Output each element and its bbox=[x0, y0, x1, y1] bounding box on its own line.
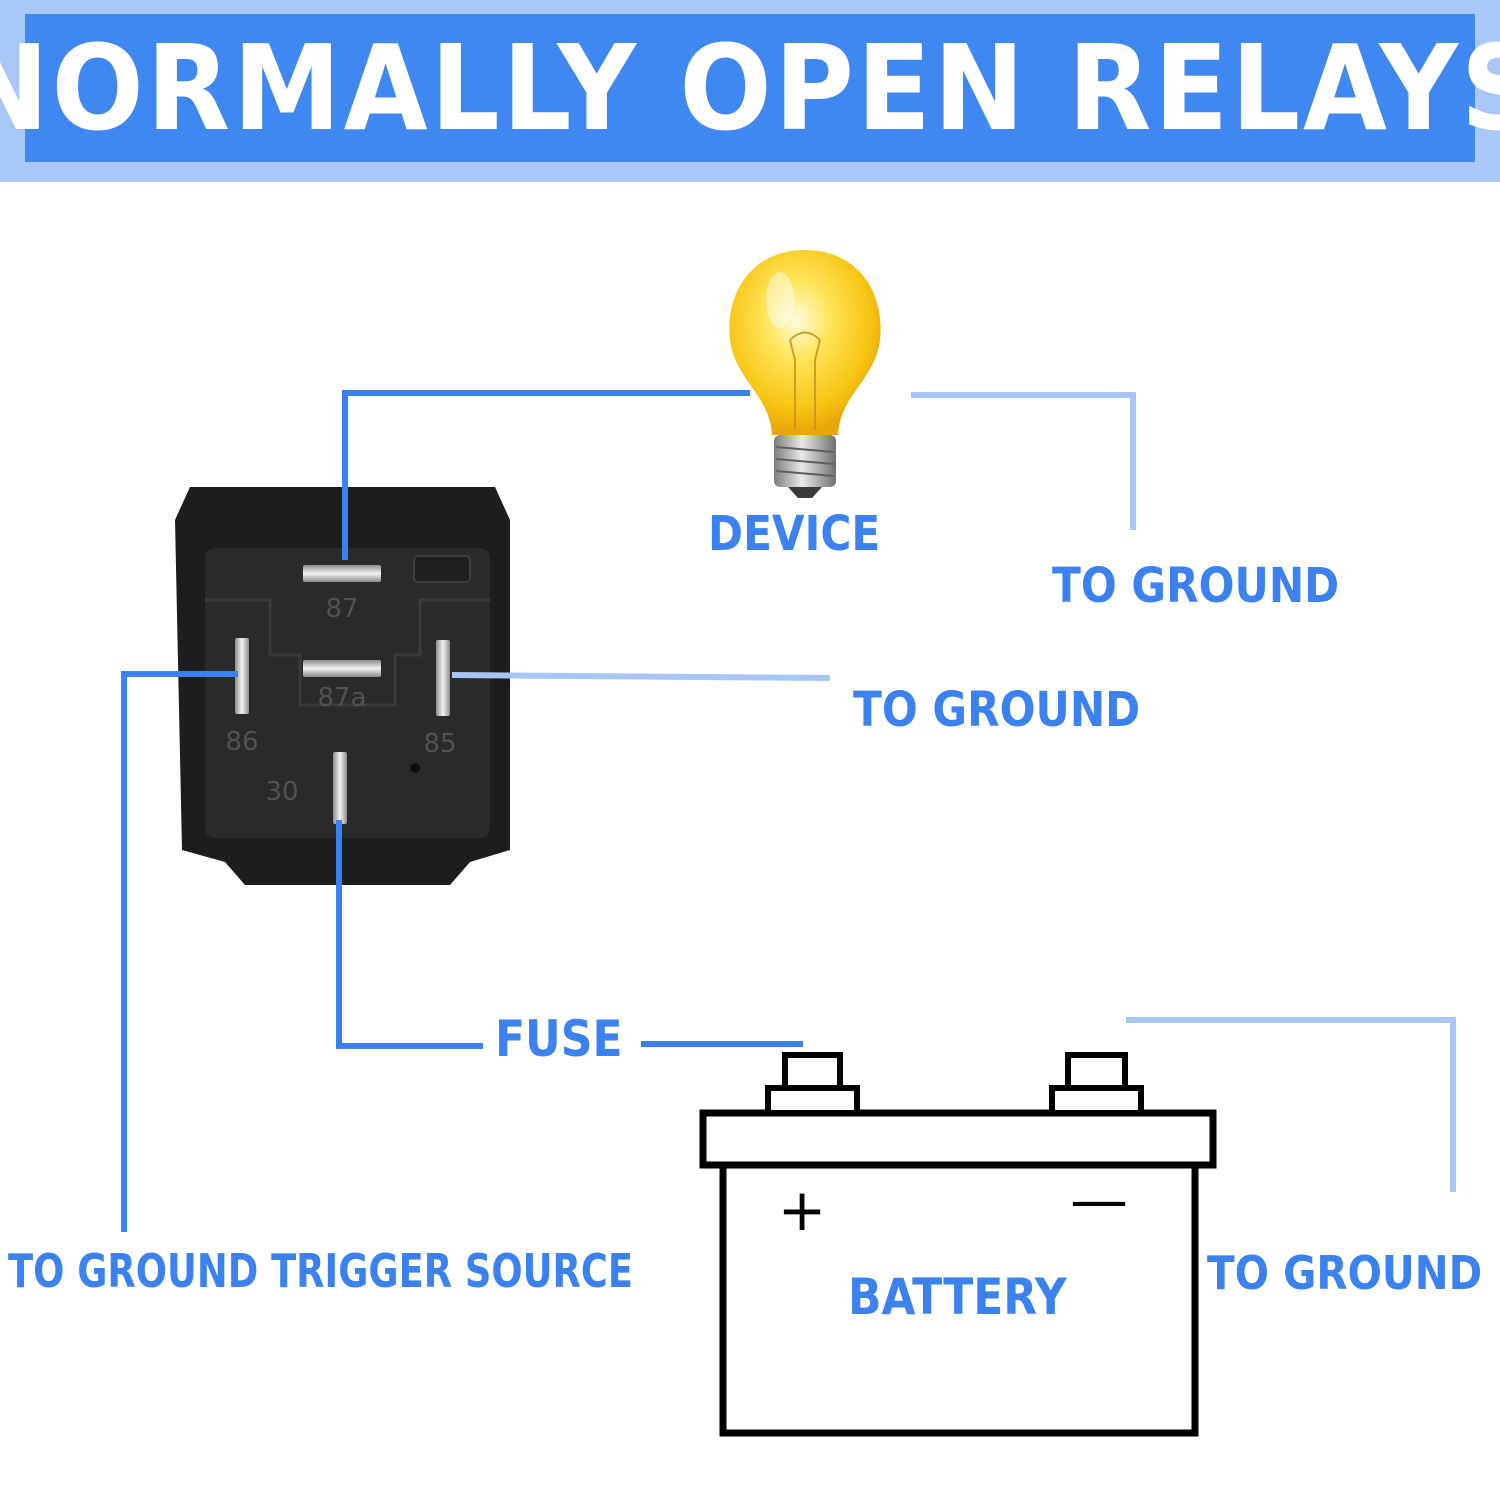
pin-label-87a: 87a bbox=[317, 683, 366, 713]
trigger-source-label: TO GROUND TRIGGER SOURCE bbox=[8, 1244, 634, 1298]
device-label: DEVICE bbox=[708, 506, 881, 562]
title-banner: NORMALLY OPEN RELAYS bbox=[0, 0, 1500, 182]
device-ground-label: TO GROUND bbox=[1052, 558, 1340, 614]
relay: 87 87a 86 85 30 bbox=[175, 487, 510, 885]
light-bulb-icon bbox=[729, 250, 881, 498]
pin-86 bbox=[235, 638, 249, 714]
wire-30-fuse bbox=[336, 820, 483, 1049]
battery-ground-label: TO GROUND bbox=[1207, 1246, 1483, 1300]
wire-87-device bbox=[342, 390, 750, 560]
battery-minus-sign: — bbox=[1070, 1166, 1128, 1234]
battery-label: BATTERY bbox=[848, 1268, 1067, 1326]
pin-label-87: 87 bbox=[325, 594, 358, 624]
ground-wires bbox=[451, 392, 1456, 1192]
pin-87a bbox=[303, 660, 381, 677]
wire-battery-ground bbox=[1126, 1017, 1456, 1192]
relay-tab bbox=[413, 555, 471, 583]
battery-plus-sign: + bbox=[778, 1176, 827, 1244]
pin-85 bbox=[436, 640, 450, 716]
battery-positive-terminal bbox=[782, 1052, 843, 1091]
fuse-label: FUSE bbox=[495, 1010, 623, 1068]
page-title: NORMALLY OPEN RELAYS bbox=[0, 19, 1500, 157]
battery-lid bbox=[699, 1109, 1217, 1169]
title-banner-inner: NORMALLY OPEN RELAYS bbox=[0, 14, 1500, 162]
pin-label-85: 85 bbox=[423, 729, 456, 759]
bulb-glass bbox=[729, 250, 881, 435]
wire-86-trigger bbox=[121, 671, 238, 1232]
battery-icon: + — bbox=[699, 1052, 1217, 1437]
pin-label-86: 86 bbox=[225, 727, 258, 757]
pin-87 bbox=[303, 565, 381, 582]
battery-negative-terminal bbox=[1065, 1052, 1128, 1091]
pin85-ground-label: TO GROUND bbox=[853, 682, 1141, 738]
pin-label-30: 30 bbox=[265, 777, 298, 807]
pin-30 bbox=[333, 752, 347, 824]
wire-85-ground bbox=[451, 672, 831, 681]
wire-device-ground bbox=[911, 392, 1136, 530]
wires bbox=[121, 390, 803, 1232]
